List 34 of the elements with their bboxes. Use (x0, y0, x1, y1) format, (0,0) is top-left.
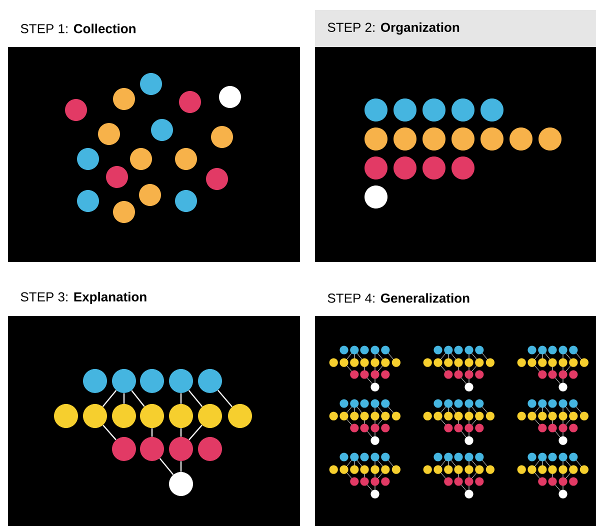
dot (198, 437, 222, 461)
dot (140, 369, 164, 393)
connector-line (180, 428, 182, 437)
node-label: STEP 1: Collection (20, 24, 136, 34)
dot (169, 437, 193, 461)
node-label: STEP 3: Explanation (20, 292, 146, 304)
dot (140, 437, 164, 461)
panel: STEP 1: Collection (8, 10, 300, 262)
dot (83, 369, 107, 393)
connector-line (131, 390, 145, 407)
dot (112, 369, 136, 393)
dot (169, 369, 193, 393)
connector-line (151, 428, 153, 437)
dot (198, 369, 222, 393)
node-label: STEP 4: Generalization (328, 293, 470, 303)
dot (83, 404, 107, 428)
dot (140, 404, 164, 428)
connector-line (123, 393, 125, 404)
dot (112, 437, 136, 461)
node-label: STEP 2: Organization (328, 22, 460, 35)
connector-line (217, 390, 233, 408)
dot (169, 472, 193, 496)
connector-line (180, 461, 182, 472)
connector-line (159, 458, 174, 475)
connector-line (180, 393, 182, 404)
dot (228, 404, 252, 428)
dot (198, 404, 222, 428)
dot (169, 404, 193, 428)
dot (112, 404, 136, 428)
connector-line (188, 390, 203, 407)
connector-line (102, 424, 116, 440)
connector-line (188, 424, 202, 440)
dot (54, 404, 78, 428)
connector-line (102, 390, 117, 407)
